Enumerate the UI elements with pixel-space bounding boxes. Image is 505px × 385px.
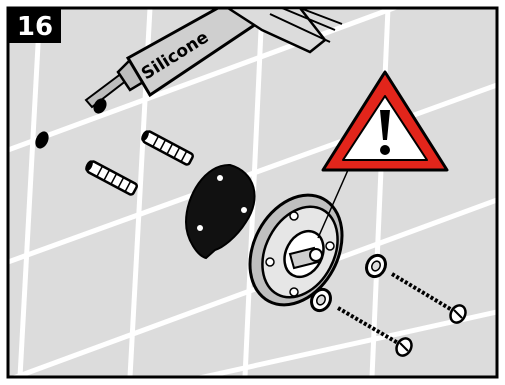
step-number-badge: 16: [9, 9, 61, 43]
step-number: 16: [17, 12, 53, 42]
